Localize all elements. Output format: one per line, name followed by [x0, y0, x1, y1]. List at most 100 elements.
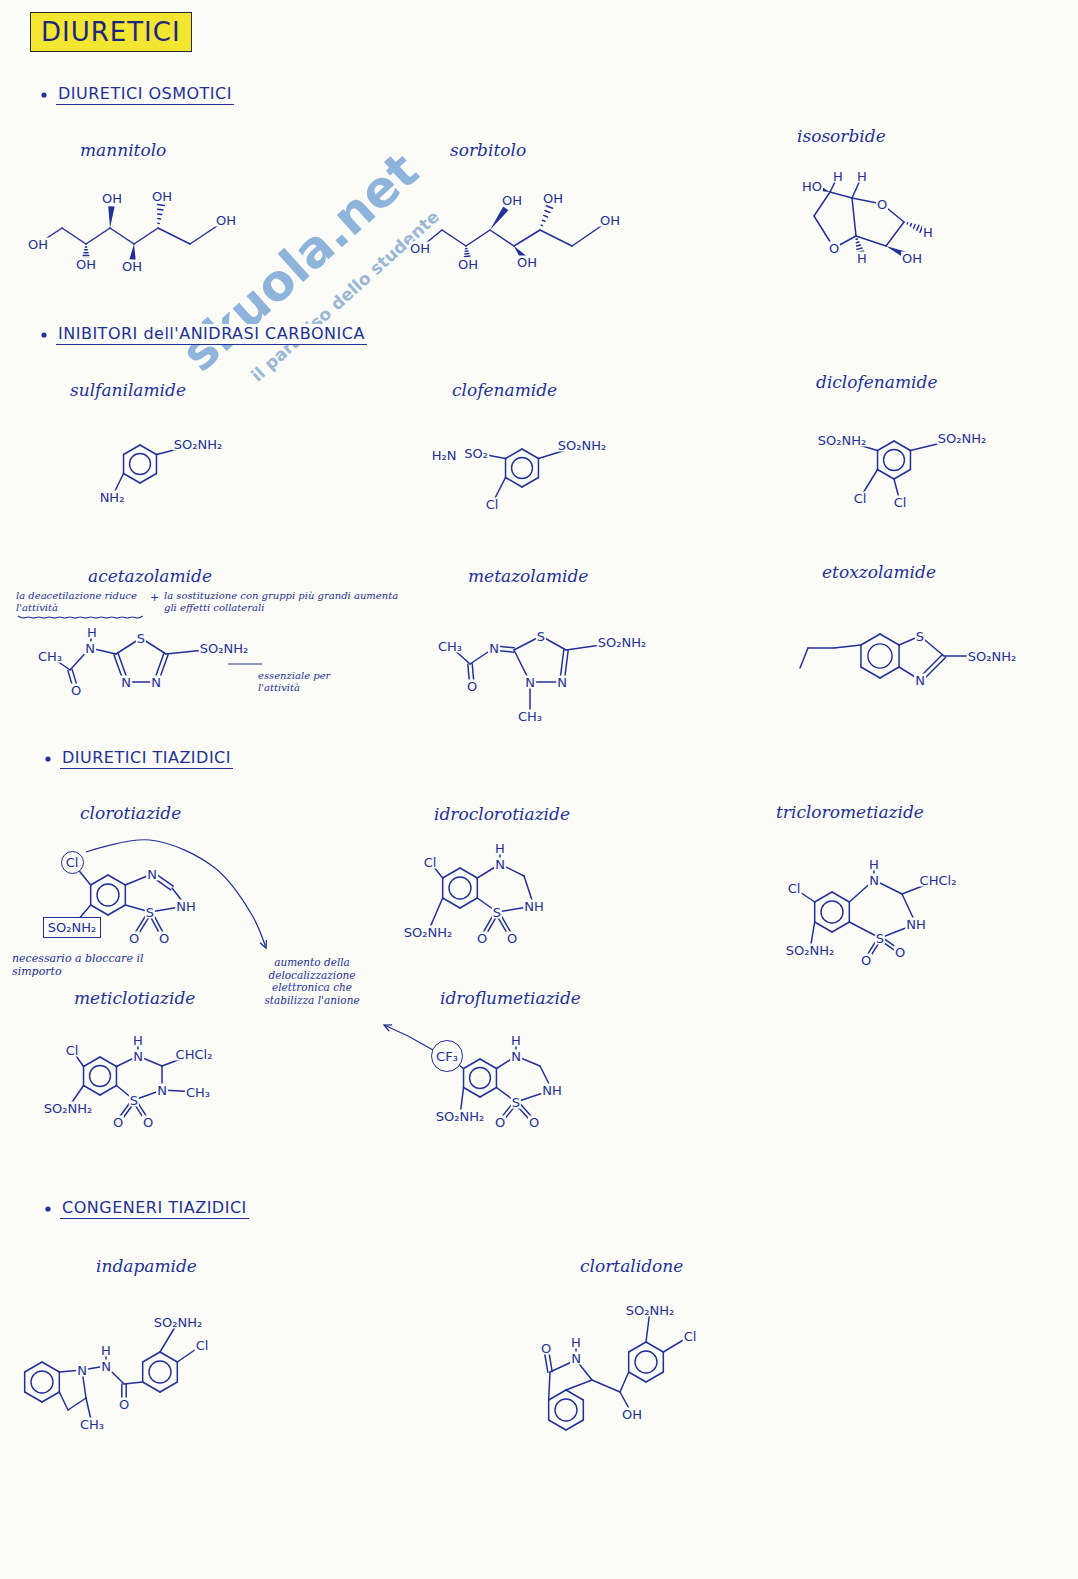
bond-line — [62, 228, 86, 244]
bond-line — [857, 248, 862, 249]
bond-line — [442, 878, 444, 898]
bond-line — [158, 213, 162, 215]
atom-label: OH — [75, 258, 97, 271]
bond-line — [160, 1382, 177, 1392]
atom-label: H — [832, 170, 844, 183]
atom-label: H — [922, 226, 934, 239]
bond-line — [140, 445, 156, 455]
drug-name: metazolamide — [466, 566, 590, 586]
bond-line — [861, 634, 880, 645]
wedge-bond — [129, 244, 135, 260]
bond-line — [583, 1400, 585, 1420]
atom-label: CHCl₂ — [175, 1048, 214, 1061]
drug-name: clorotiazide — [78, 803, 183, 823]
atom-label: S — [915, 630, 925, 643]
bond-line — [460, 868, 477, 878]
atom-label: N — [488, 642, 500, 655]
atom-label: SO₂NH₂ — [173, 438, 223, 451]
drug-name: meticlotiazide — [72, 988, 197, 1008]
atom-label: Cl — [423, 856, 438, 869]
bond-line — [59, 1392, 68, 1410]
bond-line — [506, 478, 522, 488]
bond-line — [545, 211, 550, 213]
bond-line — [116, 1067, 118, 1086]
title-text: DIURETICI — [30, 12, 192, 52]
atom-label: SO₂NH₂ — [937, 432, 987, 445]
atom-label: CH₃ — [37, 650, 63, 663]
bond-line — [832, 892, 849, 902]
handwritten-note: aumento della delocalizzazione elettroni… — [248, 956, 376, 1006]
atom-label: O — [540, 1342, 552, 1355]
atom-label: O — [118, 1398, 130, 1411]
aromatic-ring — [635, 1351, 657, 1373]
atom-label: H — [86, 626, 98, 639]
bond-line — [646, 1372, 663, 1382]
bullet-dot — [45, 1206, 50, 1211]
bond-line — [85, 246, 86, 248]
bond-line — [808, 647, 834, 649]
bullet-dot — [41, 332, 46, 337]
bond-line — [877, 451, 879, 470]
atom-label: N — [146, 868, 158, 881]
atom-label: H₂N — [431, 449, 458, 462]
bond-line — [814, 192, 830, 216]
bond-line — [629, 1342, 646, 1352]
bond-line — [59, 1372, 61, 1392]
bond-line — [480, 1088, 496, 1098]
atom-label: HO — [801, 180, 823, 193]
drug-name: idroclorotiazide — [432, 804, 572, 824]
section-heading: DIURETICI TIAZIDICI — [60, 748, 233, 769]
bond-line — [443, 868, 460, 878]
bond-line — [158, 223, 159, 225]
underline-stroke — [228, 663, 262, 664]
bond-line — [142, 1362, 144, 1382]
bond-line — [906, 223, 908, 224]
atom-label: OH — [901, 252, 923, 265]
bond-line — [620, 1372, 629, 1392]
aromatic-ring — [470, 1068, 491, 1089]
atom-label: N — [524, 676, 536, 689]
atom-label: O — [158, 932, 170, 945]
atom-label: SO₂NH₂ — [785, 944, 835, 957]
atom-label: O — [860, 954, 872, 967]
arrow-head — [260, 940, 266, 948]
atom-label: Cl — [195, 1339, 210, 1352]
bond-line — [856, 238, 857, 240]
atom-label: SO₂ — [463, 447, 489, 460]
bond-line — [466, 230, 490, 246]
atom-label: N — [84, 642, 96, 655]
atom-label: S — [875, 932, 885, 945]
atom-label: CH₃ — [185, 1086, 211, 1099]
bond-line — [158, 208, 163, 210]
bond-line — [442, 230, 466, 246]
bond-line — [566, 1380, 592, 1390]
atom-label: H — [570, 1336, 582, 1349]
bond-line — [42, 1392, 59, 1402]
bond-line — [90, 885, 92, 905]
leader-arrow — [86, 840, 266, 948]
atom-label: N — [914, 674, 926, 687]
bond-line — [830, 192, 852, 198]
bond-line — [25, 1362, 42, 1372]
bond-line — [100, 1086, 116, 1096]
atom-label: OH — [457, 258, 479, 271]
drug-name: etoxzolamide — [820, 562, 938, 582]
atom-label: H — [868, 858, 880, 871]
bond-line — [860, 645, 862, 667]
bond-line — [566, 1390, 583, 1400]
atom-label: OH — [215, 214, 237, 227]
atom-label: SO₂NH₂ — [597, 636, 647, 649]
atom-label: S — [492, 906, 502, 919]
bond-line — [83, 1067, 85, 1086]
bond-line — [124, 1382, 143, 1384]
bond-line — [83, 255, 88, 257]
bond-line — [465, 250, 468, 252]
atom-label: CH₃ — [437, 640, 463, 653]
drug-name: isosorbide — [795, 126, 888, 146]
bond-line — [465, 253, 469, 255]
atom-label: N — [868, 874, 880, 887]
bond-line — [514, 230, 540, 246]
atom-label: OH — [542, 192, 564, 205]
bond-line — [834, 645, 861, 648]
bond-line — [460, 898, 477, 908]
